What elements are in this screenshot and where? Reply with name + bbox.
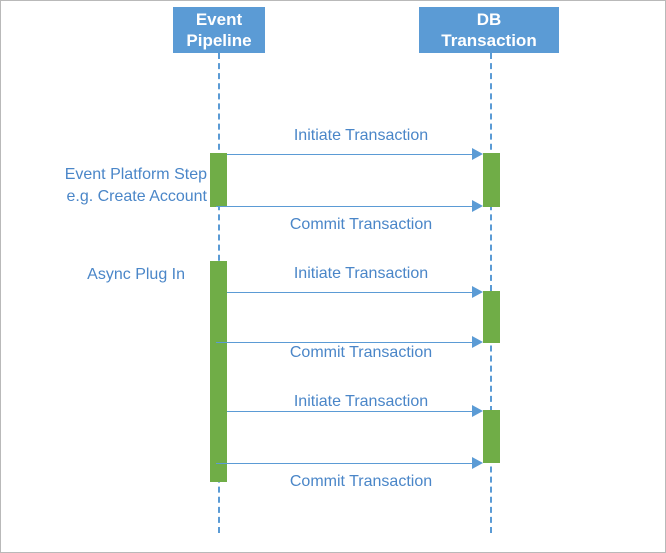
side-label-async-plug-in-line1: Async Plug In bbox=[87, 266, 185, 283]
message-line-1 bbox=[227, 154, 479, 155]
message-line-4 bbox=[216, 342, 479, 343]
message-line-3 bbox=[227, 292, 479, 293]
message-arrowhead-1 bbox=[472, 148, 483, 160]
message-arrowhead-4 bbox=[472, 336, 483, 348]
activation-db-transaction-3 bbox=[483, 410, 500, 463]
side-label-event-platform-step-line1: Event Platform Step bbox=[64, 166, 207, 183]
participant-event-pipeline-line2: Pipeline bbox=[186, 31, 252, 50]
side-label-async-plug-in: Async Plug In bbox=[23, 264, 185, 286]
message-label-6: Commit Transaction bbox=[289, 473, 433, 490]
activation-event-pipeline-2 bbox=[210, 261, 227, 482]
message-label-2: Commit Transaction bbox=[289, 216, 433, 233]
participant-event-pipeline[interactable]: Event Pipeline bbox=[173, 7, 265, 53]
message-arrowhead-6 bbox=[472, 457, 483, 469]
message-line-6 bbox=[216, 463, 479, 464]
message-line-2 bbox=[216, 206, 479, 207]
message-label-5: Initiate Transaction bbox=[293, 393, 429, 410]
message-line-5 bbox=[227, 411, 479, 412]
side-label-event-platform-step-line2: e.g. Create Account bbox=[66, 188, 207, 205]
activation-db-transaction-1 bbox=[483, 153, 500, 207]
participant-event-pipeline-line1: Event bbox=[195, 10, 243, 29]
participant-db-transaction[interactable]: DB Transaction bbox=[419, 7, 559, 53]
message-arrowhead-3 bbox=[472, 286, 483, 298]
message-arrowhead-5 bbox=[472, 405, 483, 417]
message-label-1: Initiate Transaction bbox=[293, 127, 429, 144]
activation-db-transaction-2 bbox=[483, 291, 500, 343]
participant-db-transaction-line1: DB bbox=[476, 10, 502, 29]
message-label-3: Initiate Transaction bbox=[293, 265, 429, 282]
participant-db-transaction-line2: Transaction bbox=[441, 31, 537, 50]
activation-event-pipeline-1 bbox=[210, 153, 227, 207]
message-arrowhead-2 bbox=[472, 200, 483, 212]
message-label-4: Commit Transaction bbox=[289, 344, 433, 361]
side-label-event-platform-step: Event Platform Step e.g. Create Account bbox=[23, 164, 207, 208]
